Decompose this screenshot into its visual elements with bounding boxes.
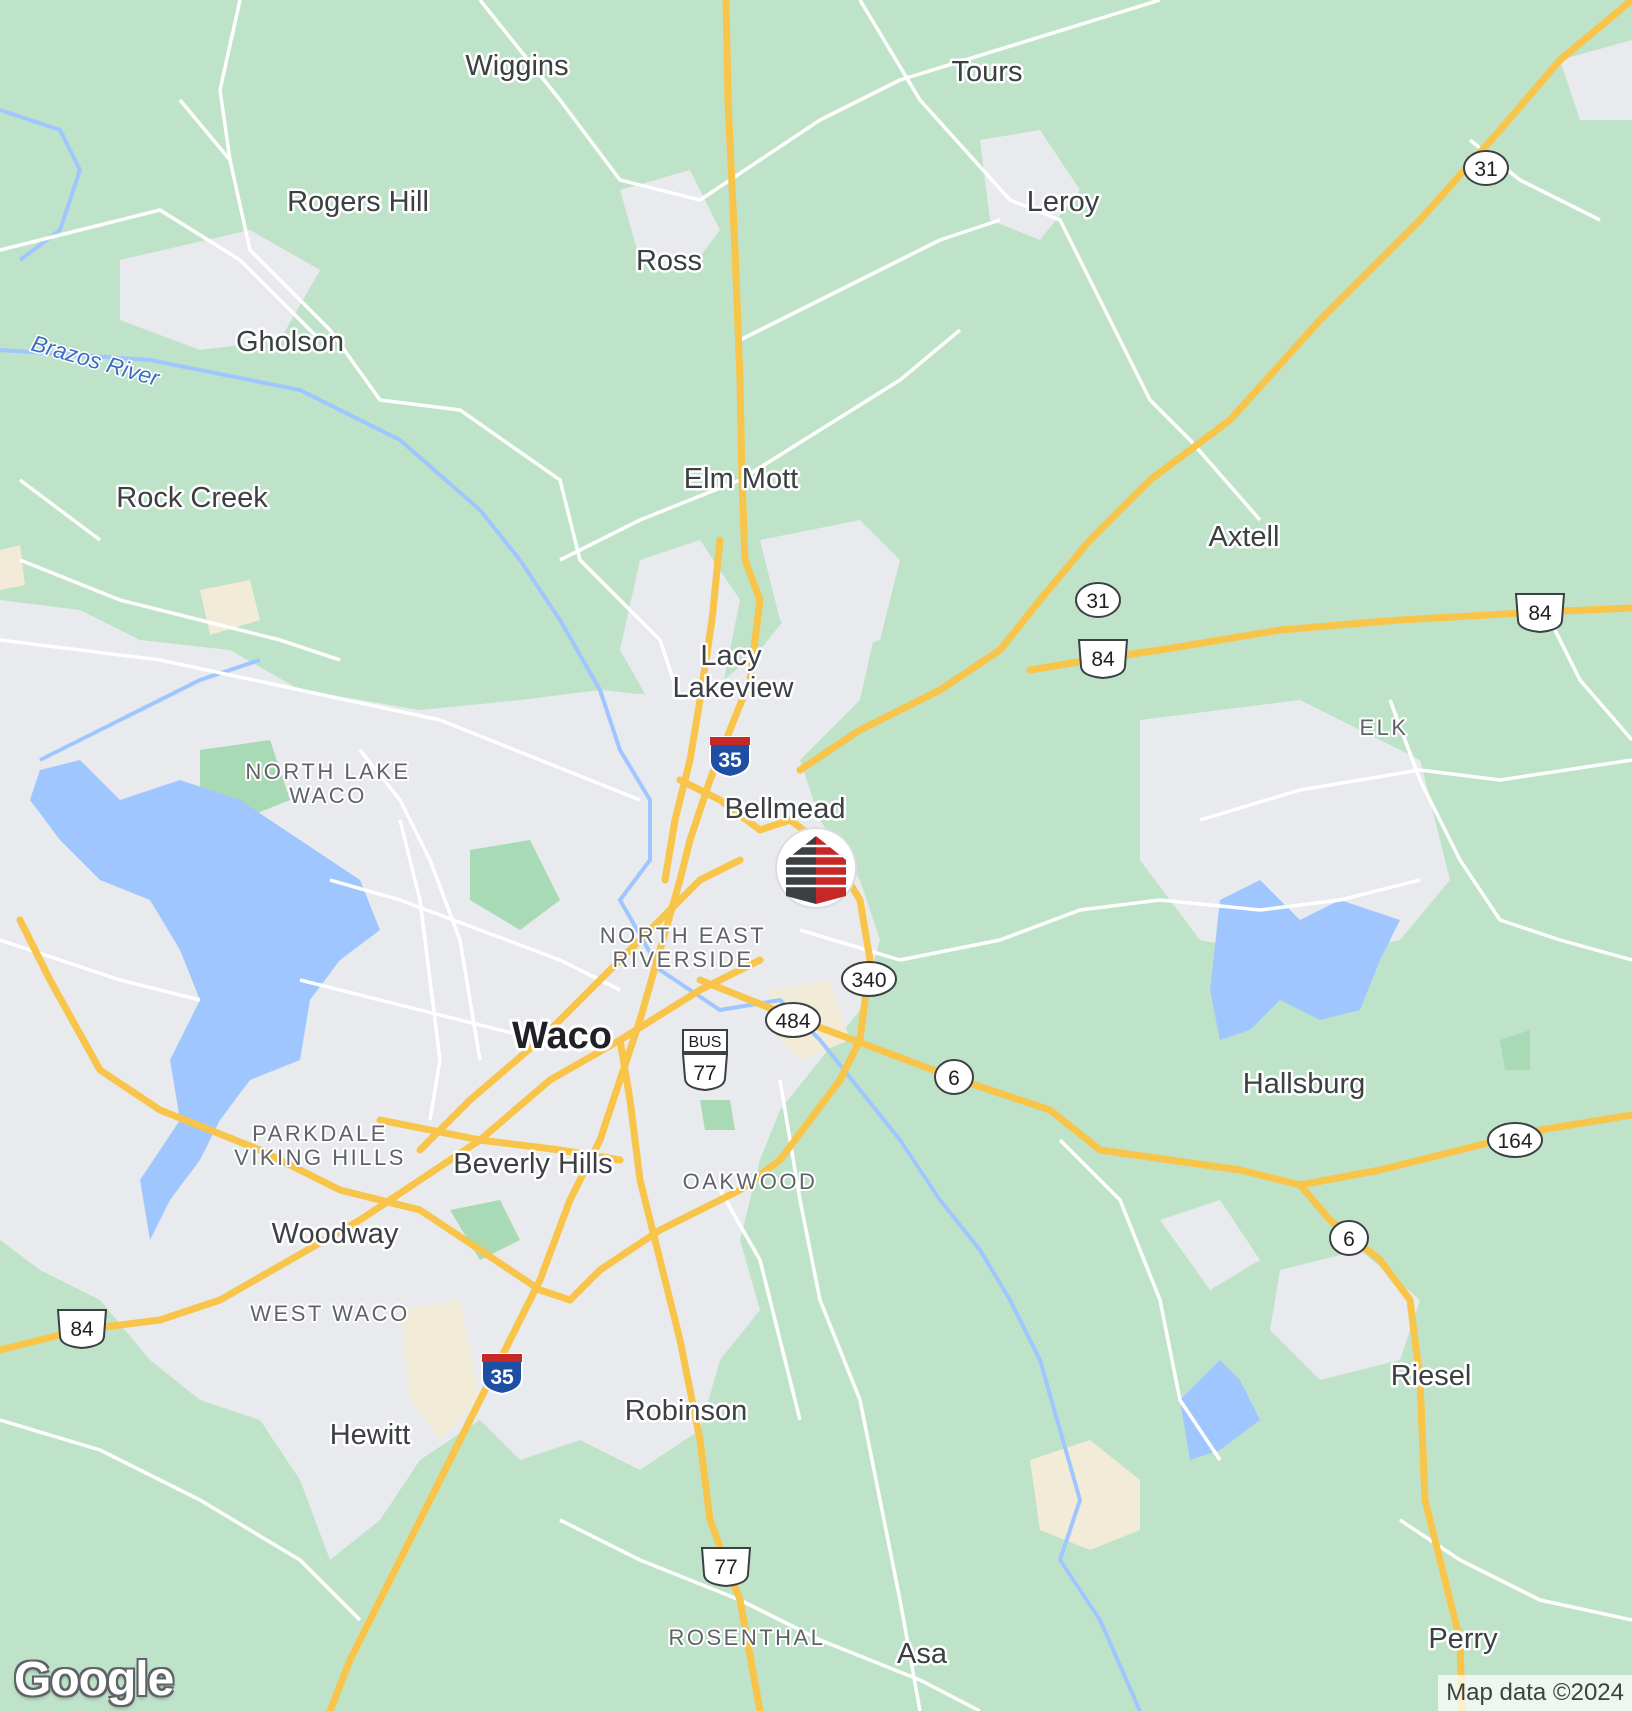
- sand-areas: [0, 545, 1140, 1550]
- map-attribution[interactable]: Map data ©2024: [1438, 1675, 1632, 1711]
- label-rogers-hill: Rogers Hill: [287, 186, 429, 218]
- sh164-shield: 164: [1487, 1122, 1543, 1158]
- sh164-shield-label: 164: [1497, 1130, 1532, 1153]
- label-woodway: Woodway: [272, 1218, 399, 1250]
- label-rock-creek: Rock Creek: [116, 482, 268, 514]
- label-rosenthal: ROSENTHAL: [669, 1625, 826, 1650]
- west-loop: [16, 916, 574, 1304]
- sh6-shield-mid-label: 6: [948, 1067, 960, 1090]
- us77-shield-south: 77: [700, 1547, 752, 1588]
- us84-shield-east: 84: [1514, 593, 1566, 634]
- label-lakeview: Lakeview: [673, 672, 795, 704]
- label-ross: Ross: [636, 245, 702, 277]
- us84-shield-mid-label: 84: [1091, 648, 1115, 671]
- label-parkdale-2: VIKING HILLS: [234, 1145, 406, 1170]
- fm484-shield-label: 484: [775, 1010, 810, 1033]
- sh31-shield-top-label: 31: [1474, 158, 1497, 181]
- label-gholson: Gholson: [236, 326, 344, 358]
- downtown-connector: [416, 856, 744, 1154]
- red-building-marker-icon: [786, 836, 846, 904]
- label-north-east-2: RIVERSIDE: [612, 947, 753, 972]
- label-north-lake-1: NORTH LAKE: [245, 759, 410, 784]
- label-oakwood: OAKWOOD: [683, 1169, 818, 1194]
- interstate-35: [326, 0, 764, 1711]
- us84-shield-west: 84: [56, 1309, 108, 1350]
- loop-340: [566, 816, 874, 1304]
- bus-label: BUS: [689, 1034, 722, 1051]
- label-lacy: Lacy: [700, 640, 762, 672]
- fm340-shield: 340: [841, 961, 897, 997]
- us84-shield-west-label: 84: [70, 1318, 94, 1341]
- label-waco: Waco: [512, 1015, 612, 1057]
- location-marker[interactable]: [775, 827, 857, 909]
- bosque-river: [39, 658, 261, 762]
- label-hallsburg: Hallsburg: [1243, 1068, 1366, 1100]
- northwest-ramp: [676, 776, 794, 834]
- east-lake: [1210, 880, 1400, 1040]
- label-robinson: Robinson: [625, 1395, 748, 1427]
- us77-shield-south-label: 77: [714, 1556, 737, 1579]
- label-west-waco: WEST WACO: [250, 1301, 409, 1326]
- label-north-east-1: NORTH EAST: [600, 923, 766, 948]
- us77-bus-shield: BUS 77: [681, 1029, 729, 1092]
- i35-frontage: [661, 536, 724, 884]
- sh31-shield-mid-label: 31: [1086, 590, 1109, 613]
- label-north-lake-2: WACO: [289, 783, 367, 808]
- label-parkdale-1: PARKDALE: [252, 1121, 388, 1146]
- label-axtell: Axtell: [1209, 521, 1280, 553]
- sh6-shield-mid: 6: [934, 1059, 974, 1095]
- sh6-shield-east-label: 6: [1343, 1228, 1355, 1251]
- i35-shield-south: 35: [481, 1353, 523, 1396]
- label-beverly-hills: Beverly Hills: [453, 1148, 613, 1180]
- sh6-shield-east: 6: [1329, 1220, 1369, 1256]
- label-bellmead: Bellmead: [725, 793, 846, 825]
- fm340-shield-label: 340: [851, 969, 886, 992]
- label-riesel: Riesel: [1391, 1360, 1472, 1392]
- label-leroy: Leroy: [1027, 186, 1100, 218]
- sh31-shield-mid: 31: [1075, 582, 1121, 618]
- label-elk: ELK: [1359, 715, 1408, 740]
- riesel-lake: [1180, 1360, 1260, 1460]
- route-shields: 35 35 84 84 84 31 31 340: [56, 150, 1566, 1588]
- us84-shield-east-label: 84: [1528, 602, 1552, 625]
- label-elm-mott: Elm Mott: [684, 463, 798, 495]
- sh31-shield-top: 31: [1463, 150, 1509, 186]
- label-hewitt: Hewitt: [330, 1419, 411, 1451]
- parkdale-road: [376, 1116, 624, 1164]
- label-asa: Asa: [897, 1638, 948, 1670]
- i35-shield-north: 35: [709, 736, 751, 779]
- lake-waco: [30, 760, 380, 1240]
- label-wiggins: Wiggins: [465, 50, 568, 82]
- google-logo[interactable]: Google: [14, 1653, 174, 1706]
- label-tours: Tours: [952, 56, 1023, 88]
- us77-bus-label: 77: [693, 1062, 716, 1085]
- label-perry: Perry: [1428, 1623, 1498, 1655]
- highway-164: [1296, 1111, 1632, 1189]
- fm484-shield: 484: [765, 1002, 821, 1038]
- highway-31: [796, 0, 1632, 774]
- i35-shield-south-label: 35: [490, 1366, 514, 1389]
- i35-shield-north-label: 35: [718, 749, 742, 772]
- us84-shield-mid: 84: [1077, 639, 1129, 680]
